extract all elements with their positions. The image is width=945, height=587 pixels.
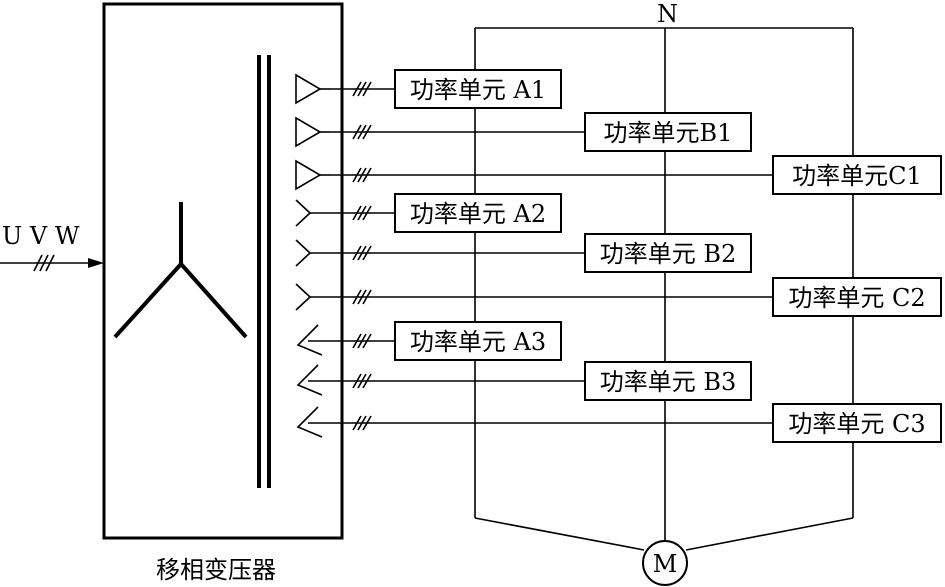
power-unit-a2: 功率单元 A2 <box>394 193 562 233</box>
three-phase-mark <box>352 167 372 183</box>
input-label: U V W <box>2 222 80 250</box>
power-unit-label: 功率单元 A3 <box>410 328 546 356</box>
delta-winding-symbol <box>295 116 330 148</box>
power-unit-box <box>772 277 942 317</box>
wye-winding-symbol <box>295 199 330 227</box>
power-unit-b1: 功率单元B1 <box>584 112 752 152</box>
neutral-label: N <box>657 0 678 28</box>
delta-winding-symbol <box>295 159 330 191</box>
motor-circle <box>642 540 688 586</box>
secondary-windings <box>295 73 773 438</box>
power-unit-box <box>584 361 752 401</box>
power-unit-box <box>584 112 752 152</box>
power-unit-box <box>772 403 942 443</box>
power-unit-c2: 功率单元 C2 <box>772 277 942 317</box>
three-phase-mark <box>352 289 372 305</box>
motor-label: M <box>653 550 678 578</box>
input-feed <box>0 254 104 272</box>
power-unit-box <box>394 193 562 233</box>
power-unit-box <box>772 155 942 195</box>
three-phase-mark <box>352 373 372 389</box>
delta-winding-symbol <box>295 73 330 105</box>
wye-winding-symbol <box>295 239 330 267</box>
transformer-frame <box>102 2 344 540</box>
transformer-caption: 移相变压器 <box>156 556 276 584</box>
zigzag-winding-symbol <box>296 324 330 356</box>
three-phase-mark <box>352 205 372 221</box>
power-unit-label: 功率单元 A1 <box>410 76 546 104</box>
zigzag-winding-symbol <box>296 364 330 396</box>
zigzag-winding-symbol <box>296 406 330 438</box>
power-unit-box <box>394 69 562 109</box>
power-unit-box <box>584 233 752 273</box>
transformer-core <box>257 55 271 488</box>
power-unit-c1: 功率单元C1 <box>772 155 942 195</box>
three-phase-mark <box>352 333 372 349</box>
power-unit-label: 功率单元 B3 <box>600 368 737 396</box>
power-unit-label: 功率单元 A2 <box>410 200 546 228</box>
motor-feed <box>474 517 854 551</box>
power-unit-label: 功率单元 B2 <box>600 240 737 268</box>
power-unit-b2: 功率单元 B2 <box>584 233 752 273</box>
three-phase-mark <box>352 415 372 431</box>
power-unit-a1: 功率单元 A1 <box>394 69 562 109</box>
three-phase-mark <box>352 245 372 261</box>
power-unit-label: 功率单元B1 <box>604 119 733 147</box>
power-units: 功率单元 A1 功率单元B1 功率单元C1 功率单元 A2 功率单元 B2 功率单元 C2… <box>394 69 942 443</box>
power-unit-box <box>394 321 562 361</box>
power-unit-label: 功率单元 C3 <box>788 410 925 438</box>
power-unit-label: 功率单元 C2 <box>788 284 925 312</box>
power-unit-b3: 功率单元 B3 <box>584 361 752 401</box>
primary-wye-symbol <box>113 202 248 339</box>
wye-winding-symbol <box>295 283 330 311</box>
three-phase-mark <box>352 81 372 97</box>
three-phase-mark <box>352 124 372 140</box>
power-unit-a3: 功率单元 A3 <box>394 321 562 361</box>
power-unit-c3: 功率单元 C3 <box>772 403 942 443</box>
power-unit-label: 功率单元C1 <box>792 162 922 190</box>
